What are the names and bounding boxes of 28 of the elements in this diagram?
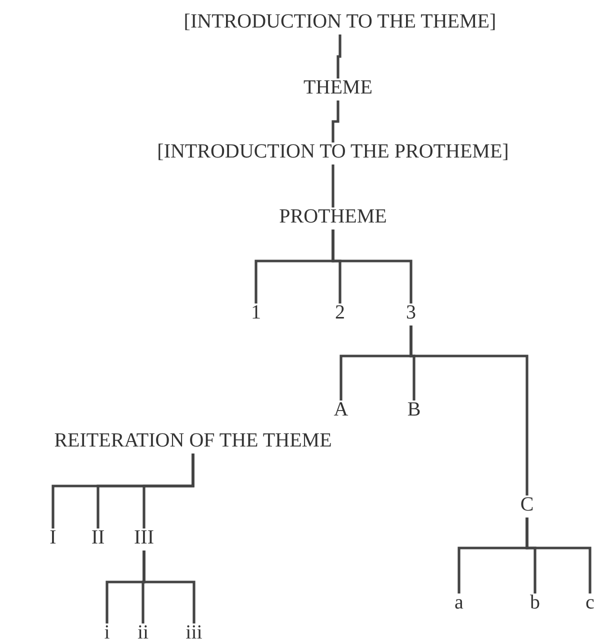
tree-label: III	[134, 528, 154, 548]
tree-label: c	[586, 592, 594, 614]
tree-connector	[526, 518, 592, 594]
tree-connector	[336, 34, 342, 78]
tree-label: B	[407, 400, 421, 420]
tree-connector	[142, 550, 196, 624]
tree-label: a	[454, 592, 464, 614]
tree-connector	[332, 100, 340, 142]
tree-label: REITERATION OF THE THEME	[54, 430, 332, 452]
tree-label: [INTRODUCTION TO THE PROTHEME]	[157, 142, 509, 162]
tree-label: I	[50, 528, 56, 548]
tree-label: II	[91, 528, 105, 548]
tree-label: iii	[186, 622, 202, 641]
tree-label: i	[104, 622, 110, 641]
tree-label: [INTRODUCTION TO THE THEME]	[184, 12, 496, 32]
tree-label: PROTHEME	[279, 206, 387, 228]
tree-label: THEME	[304, 78, 372, 98]
tree-label: b	[530, 592, 540, 614]
tree-label: C	[520, 494, 534, 516]
tree-connector	[332, 164, 334, 208]
tree-connector	[332, 230, 412, 304]
tree-label: A	[334, 400, 348, 420]
tree-label: 1	[251, 302, 261, 324]
tree-label: ii	[137, 622, 149, 641]
tree-label: 2	[335, 302, 345, 324]
tree-connector	[142, 454, 194, 528]
tree-label: 3	[406, 302, 416, 324]
tree-connector	[410, 326, 528, 496]
